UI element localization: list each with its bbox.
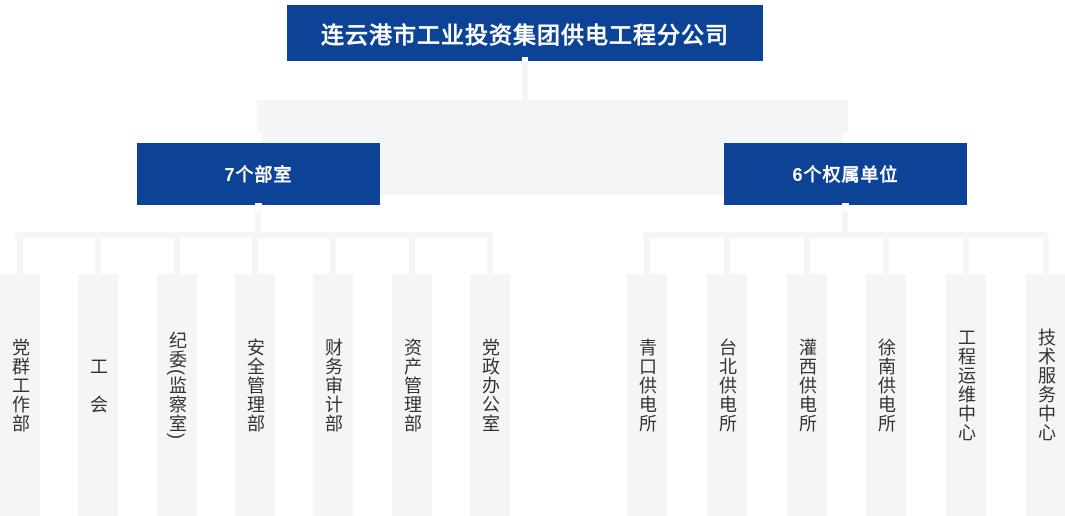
leaf-label: 青口供电所 (637, 337, 657, 433)
connector-leaf-drop (883, 238, 889, 274)
leaf-box: 灌西供电所 (787, 274, 827, 516)
leaf-box: 党政办公室 (470, 274, 510, 516)
connector-tick (842, 203, 849, 211)
connector-right-group-drop (842, 205, 848, 233)
leaf-box: 工 会 (78, 274, 118, 516)
connector-leaf-drop (804, 238, 810, 274)
leaf-label: 技术服务中心 (1036, 328, 1056, 442)
connector-root-drop (522, 61, 528, 100)
connector-rail-left (15, 232, 493, 238)
leaf-box: 台北供电所 (707, 274, 747, 516)
group-box-departments: 7个部室 (137, 143, 380, 205)
connector-leaf-drop (330, 238, 336, 274)
leaf-box: 资产管理部 (392, 274, 432, 516)
leaf-box: 工程运维中心 (946, 274, 986, 516)
org-root-box: 连云港市工业投资集团供电工程分公司 (287, 5, 763, 61)
connector-leaf-drop (644, 238, 650, 274)
group-box-subsidiaries: 6个权属单位 (724, 143, 967, 205)
connector-tick (255, 133, 262, 143)
connector-leaf-drop (174, 238, 180, 274)
connector-leaf-drop (487, 238, 493, 274)
connector-leaf-drop (252, 238, 258, 274)
connector-leaf-drop (17, 238, 23, 274)
leaf-label: 财务审计部 (323, 337, 343, 433)
connector-tick (522, 57, 528, 62)
leaf-label: 党群工作部 (10, 337, 30, 433)
leaf-label: 资产管理部 (402, 337, 422, 433)
leaf-box: 财务审计部 (313, 274, 353, 516)
leaf-label: 灌西供电所 (797, 337, 817, 433)
connector-leaf-drop (409, 238, 415, 274)
connector-tick (842, 133, 849, 143)
group-departments-label: 7个部室 (224, 165, 293, 185)
leaf-label: 安全管理部 (245, 337, 265, 433)
connector-leaf-drop (724, 238, 730, 274)
connector-leaf-drop (963, 238, 969, 274)
leaf-label: 工 会 (88, 356, 108, 414)
leaf-box: 安全管理部 (235, 274, 275, 516)
leaf-box: 徐南供电所 (866, 274, 906, 516)
org-root-label: 连云港市工业投资集团供电工程分公司 (321, 22, 729, 48)
connector-leaf-drop (1043, 238, 1049, 274)
leaf-label: 纪委(监察室) (167, 330, 187, 440)
leaf-label: 工程运维中心 (956, 328, 976, 442)
leaf-box: 纪委(监察室) (157, 274, 197, 516)
leaf-label: 台北供电所 (717, 337, 737, 433)
leaf-box: 青口供电所 (627, 274, 667, 516)
leaf-box: 党群工作部 (0, 274, 40, 516)
leaf-box: 技术服务中心 (1026, 274, 1065, 516)
group-subsidiaries-label: 6个权属单位 (792, 165, 899, 185)
leaf-label: 徐南供电所 (876, 337, 896, 433)
connector-left-group-drop (255, 205, 261, 233)
connector-rail-right (643, 232, 1048, 238)
connector-leaf-drop (95, 238, 101, 274)
connector-tick (255, 203, 262, 211)
leaf-label: 党政办公室 (480, 337, 500, 433)
